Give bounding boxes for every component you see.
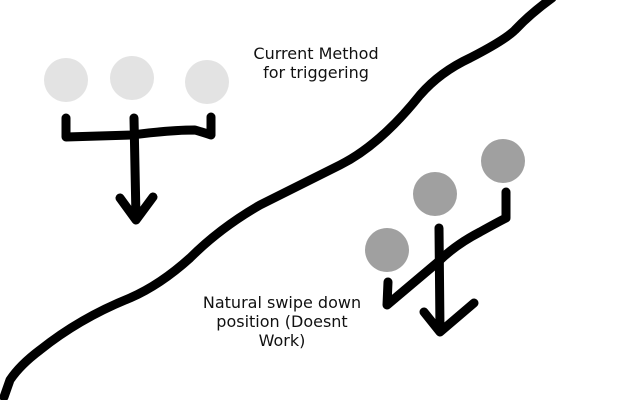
natural-dot-2 [413, 172, 457, 216]
natural-swipe-group [365, 139, 525, 337]
natural-dot-1 [365, 228, 409, 272]
natural-swipe-label: Natural swipe down position (Doesnt Work… [202, 293, 362, 350]
divider-line [0, 0, 557, 400]
current-method-label: Current Method for triggering [253, 44, 379, 82]
current-method-group [44, 56, 229, 225]
natural-dot-3 [481, 139, 525, 183]
current-bracket [61, 112, 216, 142]
current-dot-3 [185, 60, 229, 104]
natural-down-arrow-icon [419, 223, 479, 337]
current-dot-1 [44, 58, 88, 102]
current-down-arrow-icon [115, 113, 158, 225]
current-dot-2 [110, 56, 154, 100]
